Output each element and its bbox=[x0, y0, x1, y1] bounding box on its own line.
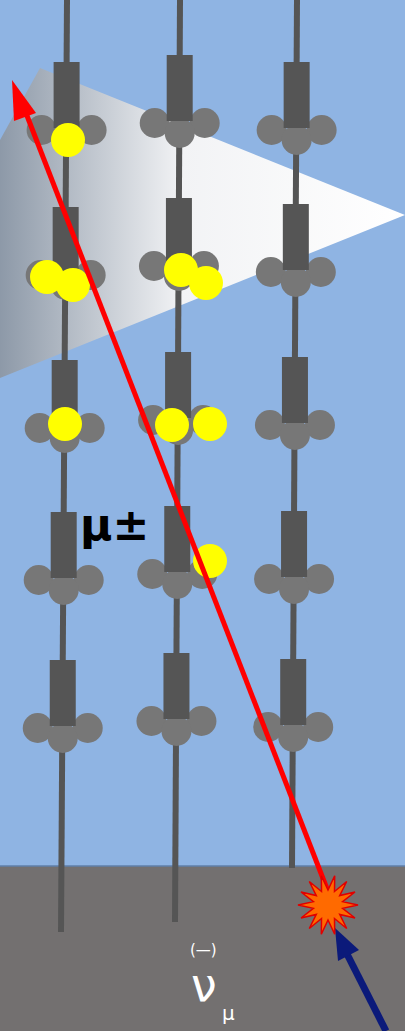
sensor-housing bbox=[283, 204, 309, 270]
sensor-housing bbox=[167, 55, 193, 121]
antiparticle-mark: (—) bbox=[190, 943, 217, 958]
subscript-label: μ bbox=[222, 1003, 235, 1023]
sensor-sphere bbox=[165, 118, 195, 148]
detector-strings bbox=[23, 0, 337, 932]
sensor-housing bbox=[284, 62, 310, 128]
sensor-housing bbox=[280, 659, 306, 725]
hit-sensors bbox=[30, 123, 227, 578]
sensor-sphere bbox=[282, 125, 312, 155]
sensor-housing bbox=[282, 357, 308, 423]
sensor-housing bbox=[50, 660, 76, 726]
particle-label: μ± bbox=[80, 503, 149, 547]
sensor-sphere bbox=[49, 575, 79, 605]
neutrino-arrowhead bbox=[335, 928, 359, 961]
particle-label: ν bbox=[191, 962, 217, 1008]
water bbox=[0, 0, 405, 866]
sensor-housing bbox=[51, 512, 77, 578]
neutrino-track bbox=[346, 952, 386, 1031]
sensor-sphere bbox=[281, 267, 311, 297]
sensor-sphere bbox=[280, 420, 310, 450]
sensor-housing bbox=[164, 506, 190, 572]
sensor-sphere bbox=[278, 722, 308, 752]
sensor-sphere bbox=[161, 716, 191, 746]
sensor-housing bbox=[165, 352, 191, 418]
sensor-sphere bbox=[279, 574, 309, 604]
sensor-sphere bbox=[162, 569, 192, 599]
interaction-vertex bbox=[298, 876, 358, 934]
muon-track bbox=[24, 108, 336, 912]
sensor-housing bbox=[163, 653, 189, 719]
muon-arrowhead bbox=[12, 80, 36, 121]
sensor-sphere bbox=[48, 723, 78, 753]
sensor-housing bbox=[281, 511, 307, 577]
sensor-housing bbox=[54, 62, 80, 128]
